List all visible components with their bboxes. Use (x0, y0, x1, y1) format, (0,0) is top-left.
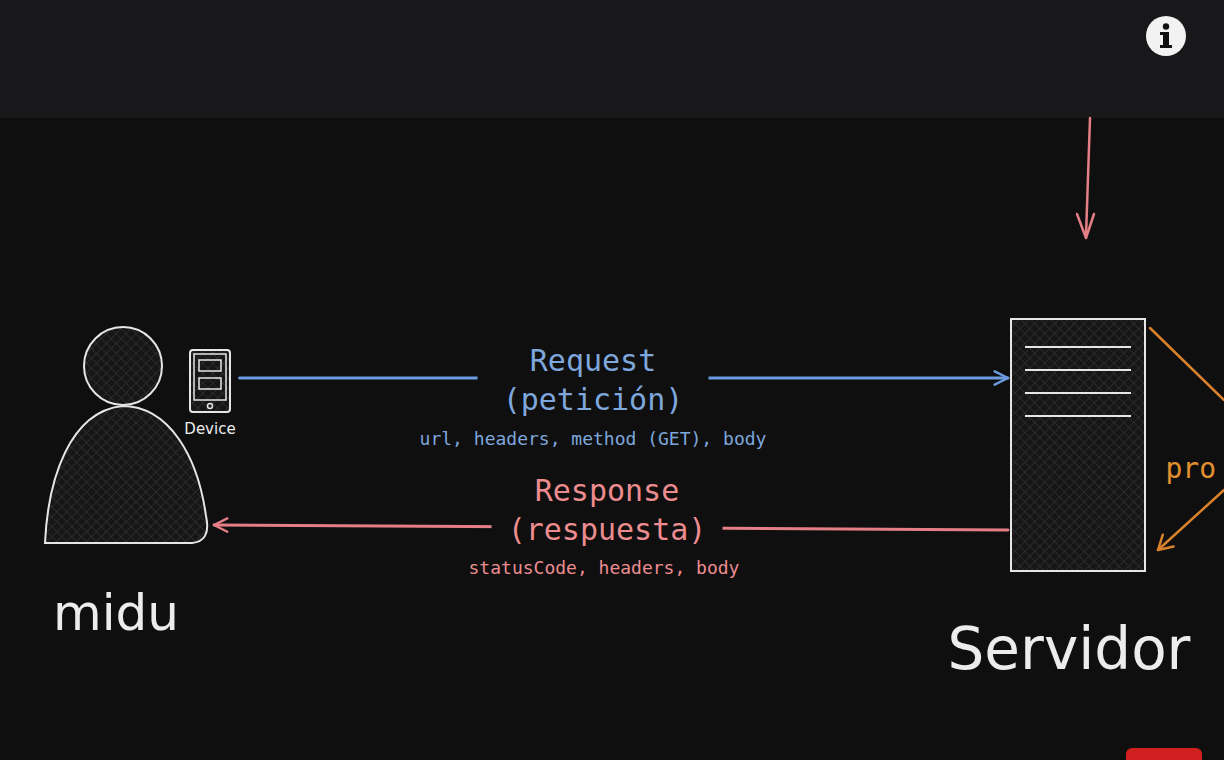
person-head (84, 327, 162, 405)
phone-button (208, 404, 213, 409)
device-icon-outline (188, 348, 232, 414)
process-arrow-back (1158, 490, 1224, 550)
info-icon-base (1160, 45, 1172, 48)
server-slot (1025, 392, 1131, 394)
process-label: pro (1165, 452, 1216, 486)
phone-widget (199, 360, 221, 371)
person-body (45, 406, 207, 543)
message-label: Request (petición) (478, 341, 709, 419)
phone-widget (199, 378, 221, 389)
server-slot (1025, 415, 1131, 417)
top-band (0, 0, 1224, 118)
process-arrowhead (1158, 535, 1174, 550)
process-arrow-out (1150, 328, 1224, 400)
server-cabinet (1011, 319, 1145, 571)
server-box: Servidor (1010, 318, 1146, 685)
person-name: midu (53, 583, 179, 643)
info-icon-dot (1163, 23, 1169, 29)
server-slot (1025, 369, 1131, 371)
phone-screen (194, 354, 226, 400)
request-fields: url, headers, method (GET), body (420, 428, 767, 450)
info-icon-serif (1160, 32, 1166, 35)
info-icon (1146, 16, 1186, 56)
server-box-outline (1010, 318, 1146, 572)
incoming-arrow (1086, 118, 1090, 236)
info-icon-circle (1146, 16, 1186, 56)
phone-body (190, 350, 230, 412)
message-label: Response (respuesta) (492, 471, 723, 549)
person-figure: midu (42, 328, 212, 643)
device-icon: Device (182, 348, 237, 438)
response-fields: statusCode, headers, body (469, 557, 740, 579)
server-name: Servidor (948, 615, 1191, 685)
server-slot (1025, 346, 1131, 348)
incoming-arrowhead (1077, 214, 1094, 238)
channel-badge (1126, 748, 1202, 760)
device-caption: Device (184, 420, 235, 438)
